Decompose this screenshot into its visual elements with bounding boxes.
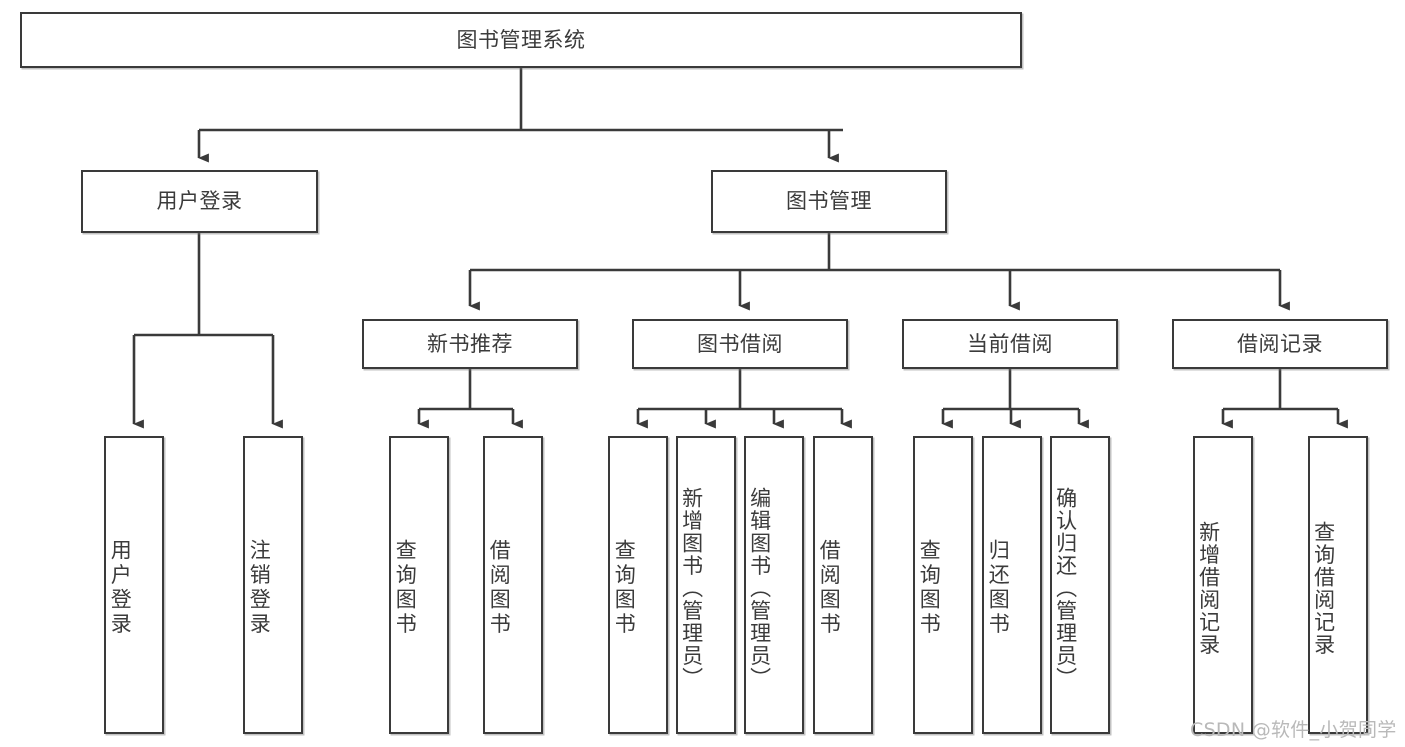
node-label: 借阅图书	[487, 539, 512, 637]
node-book-borrow[interactable]: 图书借阅	[632, 319, 848, 369]
leaf-borrow-record-add-record[interactable]: 新增借阅记录	[1193, 436, 1253, 734]
node-label: 编辑图书（管理员）	[747, 486, 772, 690]
leaf-user-login-logout[interactable]: 注销登录	[243, 436, 303, 734]
node-label: 借阅记录	[1237, 331, 1323, 356]
leaf-book-borrow-add-book-admin[interactable]: 新增图书（管理员）	[676, 436, 736, 734]
leaf-new-book-borrow-book[interactable]: 借阅图书	[483, 436, 543, 734]
node-label: 当前借阅	[967, 331, 1053, 356]
node-label: 用户登录	[108, 539, 133, 637]
node-label: 图书管理系统	[456, 27, 586, 52]
node-user-login[interactable]: 用户登录	[81, 170, 318, 233]
leaf-book-borrow-borrow-book[interactable]: 借阅图书	[813, 436, 873, 734]
node-label: 注销登录	[247, 539, 272, 637]
node-current-borrow[interactable]: 当前借阅	[902, 319, 1118, 369]
leaf-borrow-record-query-record[interactable]: 查询借阅记录	[1308, 436, 1368, 734]
node-label: 查询图书	[393, 539, 418, 637]
leaf-current-borrow-confirm-return-admin[interactable]: 确认归还（管理员）	[1050, 436, 1110, 734]
leaf-user-login-login[interactable]: 用户登录	[104, 436, 164, 734]
leaf-current-borrow-query-book[interactable]: 查询图书	[913, 436, 973, 734]
node-label: 归还图书	[986, 539, 1011, 637]
node-new-book-recommend[interactable]: 新书推荐	[362, 319, 578, 369]
leaf-book-borrow-edit-book-admin[interactable]: 编辑图书（管理员）	[744, 436, 804, 734]
leaf-book-borrow-query-book[interactable]: 查询图书	[608, 436, 668, 734]
node-label: 确认归还（管理员）	[1053, 486, 1078, 690]
node-label: 借阅图书	[817, 539, 842, 637]
leaf-current-borrow-return-book[interactable]: 归还图书	[982, 436, 1042, 734]
node-label: 图书管理	[786, 189, 872, 214]
node-label: 新增借阅记录	[1196, 520, 1221, 656]
node-book-management[interactable]: 图书管理	[711, 170, 947, 233]
node-label: 查询图书	[612, 539, 637, 637]
node-label: 新增图书（管理员）	[679, 486, 704, 690]
watermark-text: CSDN @软件_小贺同学	[1190, 719, 1397, 741]
node-label: 新书推荐	[427, 331, 513, 356]
node-root-book-management-system[interactable]: 图书管理系统	[20, 12, 1022, 68]
node-label: 查询借阅记录	[1311, 520, 1336, 656]
leaf-new-book-query-book[interactable]: 查询图书	[389, 436, 449, 734]
node-label: 图书借阅	[697, 331, 783, 356]
node-label: 用户登录	[156, 189, 243, 214]
node-borrow-record[interactable]: 借阅记录	[1172, 319, 1388, 369]
node-label: 查询图书	[917, 539, 942, 637]
